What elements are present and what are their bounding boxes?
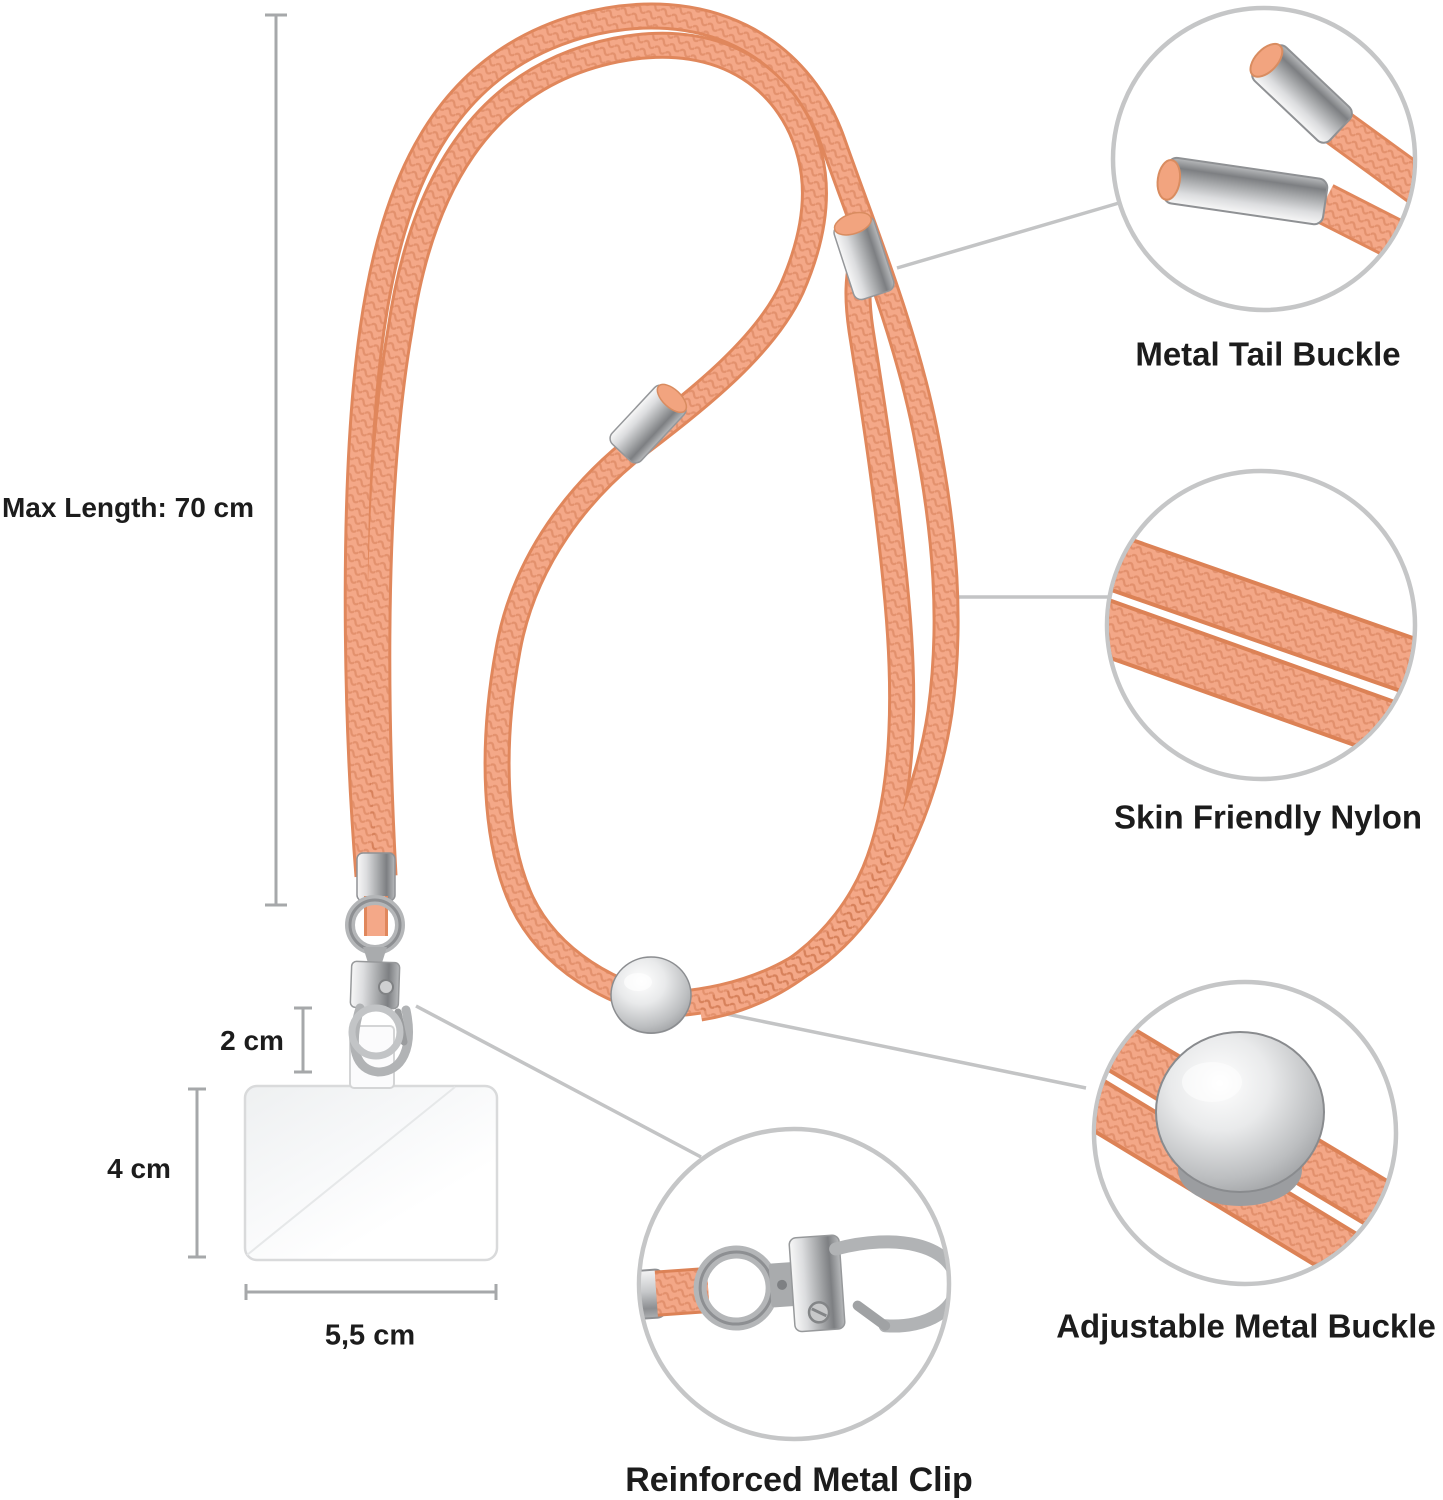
measure-card-width: [244, 1284, 498, 1300]
metal-tail-buckle-label: Metal Tail Buckle: [1135, 335, 1401, 373]
callout-metal-tail-buckle: [1110, 5, 1418, 313]
measure-card-height: [188, 1087, 206, 1259]
connector-adjust-buckle: [677, 1002, 1087, 1090]
clasp-screw: [378, 979, 394, 995]
metal-tail-cap-lower: [609, 383, 688, 464]
card-height-label: 4 cm: [107, 1153, 171, 1184]
measure-tab-height: [294, 1006, 312, 1074]
card-width-label: 5,5 cm: [324, 1319, 416, 1352]
measure-max-length: [265, 13, 287, 907]
connector-metal-clip: [415, 1004, 702, 1159]
cord-ferrule: [356, 852, 396, 902]
metal-tail-cap-upper: [833, 211, 895, 301]
lanyard-cord: [357, 16, 946, 1008]
wire-ring: [348, 1004, 404, 1060]
swivel-clip: [345, 852, 413, 1077]
connector-tail-buckle: [896, 201, 1120, 270]
phone-tab-card: [243, 1025, 499, 1262]
buckle-dome: [1155, 1031, 1325, 1193]
reinforced-metal-clip-label: Reinforced Metal Clip: [625, 1461, 973, 1499]
callout-adjustable-metal-buckle: [1091, 979, 1399, 1287]
adjustable-metal-buckle-label: Adjustable Metal Buckle: [1056, 1307, 1436, 1345]
tab-height-label: 2 cm: [220, 1025, 284, 1056]
adjuster-button: [610, 956, 692, 1034]
callout-skin-friendly-nylon: [1104, 468, 1418, 782]
callout-reinforced-metal-clip: [636, 1126, 952, 1442]
max-length-label: Max Length: 70 cm: [1, 492, 255, 523]
skin-friendly-nylon-label: Skin Friendly Nylon: [1113, 798, 1423, 836]
